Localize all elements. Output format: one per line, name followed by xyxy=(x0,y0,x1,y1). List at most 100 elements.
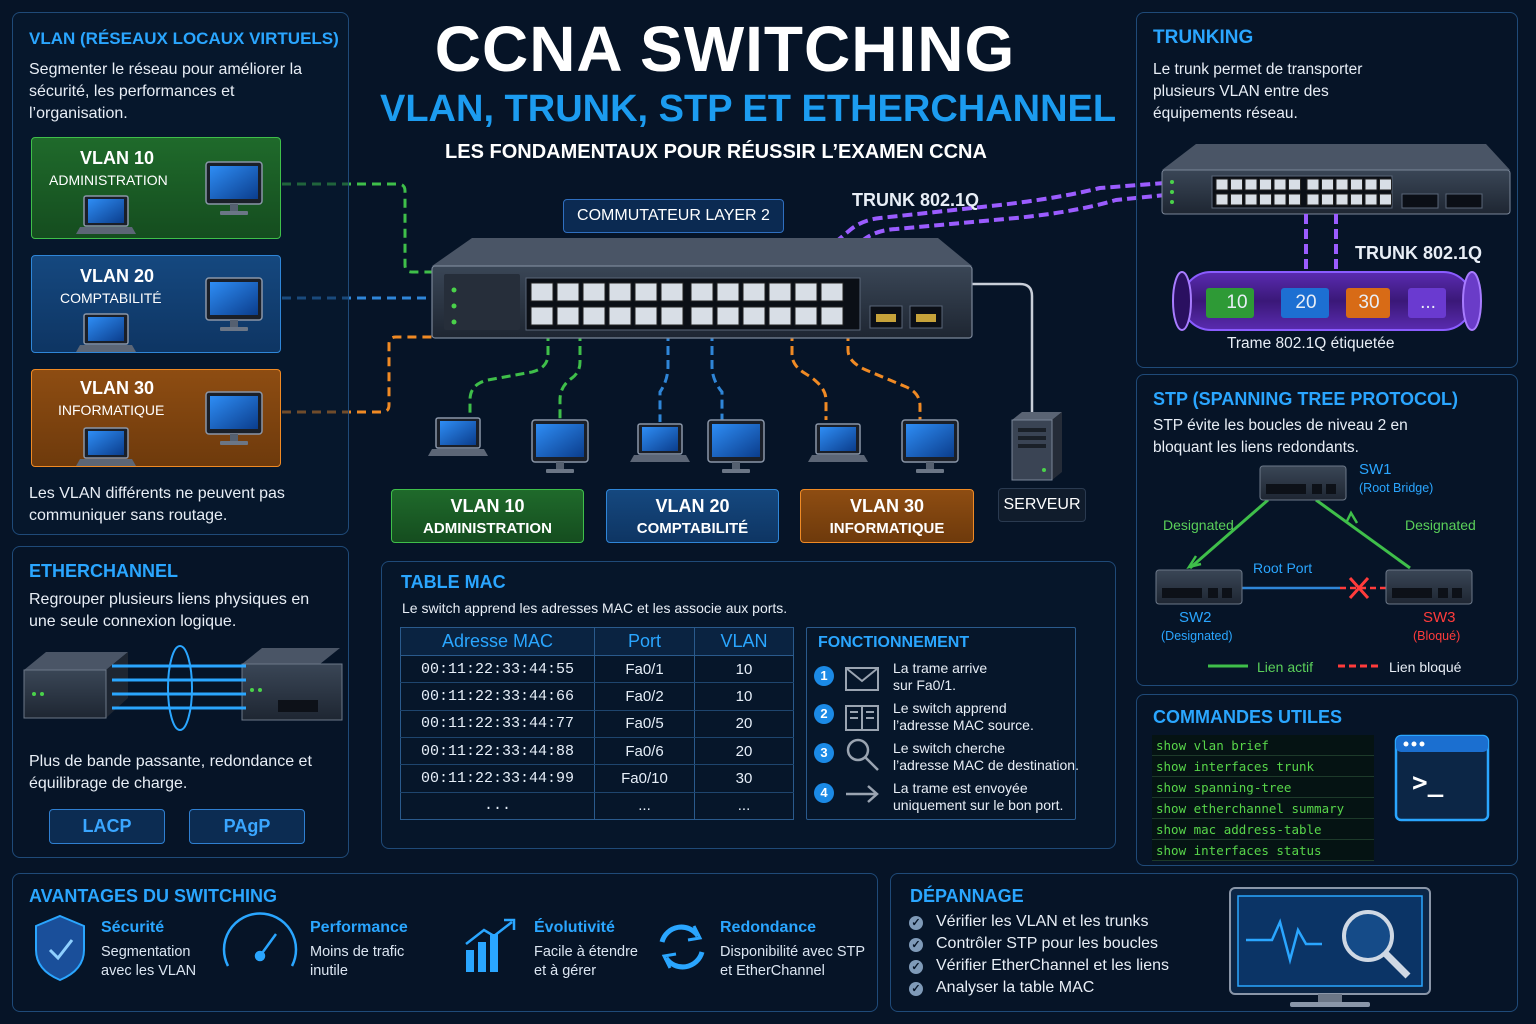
desktop-icon xyxy=(901,419,959,474)
stp-title: STP (SPANNING TREE PROTOCOL) xyxy=(1153,389,1459,409)
advantage-security-line2: avec les VLAN xyxy=(101,963,197,979)
bottom-vlan-30-dept: INFORMATIQUE xyxy=(829,520,945,537)
stp-sw2-label: SW2 xyxy=(1179,609,1212,626)
vlan-panel: VLAN (RÉSEAUX LOCAUX VIRTUELS) Segmenter… xyxy=(12,12,349,535)
command-item[interactable]: show interfaces trunk xyxy=(1152,756,1374,777)
advantage-redundancy-title: Redondance xyxy=(720,919,817,936)
advantage-performance-line2: inutile xyxy=(310,963,348,979)
step-3-line2: l’adresse MAC de destination. xyxy=(893,757,1079,773)
switch-port xyxy=(1321,178,1334,191)
vlan-10-box: VLAN 10 ADMINISTRATION xyxy=(31,137,281,239)
stp-sw1-role: (Root Bridge) xyxy=(1359,481,1434,495)
advantage-scalability-title: Évolutivité xyxy=(534,919,615,936)
bottom-vlan-20-dept: COMPTABILITÉ xyxy=(636,520,749,537)
speedometer-icon xyxy=(222,912,298,967)
mac-table-header: Adresse MAC Port VLAN xyxy=(400,627,794,656)
mac-cell: 00:11:22:33:44:77 xyxy=(400,710,595,738)
switch-port xyxy=(530,282,554,302)
switch-port xyxy=(1306,178,1320,191)
switch-port xyxy=(716,306,740,326)
switch-port xyxy=(608,306,632,326)
vlan-30-box: VLAN 30 INFORMATIQUE xyxy=(31,369,281,467)
stp-root-port: Root Port xyxy=(1253,560,1313,576)
switch-port xyxy=(1379,178,1392,191)
command-item[interactable]: show interfaces status xyxy=(1152,840,1374,861)
vlan-30-dept: INFORMATIQUE xyxy=(58,402,165,418)
command-item[interactable]: show mac address-table xyxy=(1152,819,1374,840)
switch-port xyxy=(660,306,684,326)
switch-port xyxy=(1379,193,1392,206)
trunk-tag-10: 10 xyxy=(1226,292,1248,313)
vlan-cell: ... xyxy=(694,792,794,820)
stp-sw2-role: (Designated) xyxy=(1161,629,1233,643)
vlan-cell: 20 xyxy=(694,710,794,738)
switch-port xyxy=(582,306,606,326)
step-1-number: 1 xyxy=(814,666,834,686)
command-item[interactable]: show etherchannel summary xyxy=(1152,798,1374,819)
switch-port xyxy=(1259,193,1272,206)
switch-port xyxy=(1306,193,1320,206)
advantage-scalability-desc: Facile à étendre et à gérer xyxy=(534,943,638,981)
switch-port xyxy=(1230,178,1243,191)
depannage-item: Vérifier EtherChannel et les liens xyxy=(936,957,1170,974)
vlan-10-dept: ADMINISTRATION xyxy=(49,172,168,188)
command-item[interactable]: show vlan brief xyxy=(1152,735,1374,756)
monitor-search-icon xyxy=(1229,887,1431,1007)
terminal-icon xyxy=(1394,734,1490,822)
trunk-tag-20: 20 xyxy=(1295,292,1317,313)
page-tagline: LES FONDAMENTAUX POUR RÉUSSIR L’EXAMEN C… xyxy=(445,141,987,163)
step-4-line1: La trame est envoyée xyxy=(893,780,1028,796)
port-cell: Fa0/5 xyxy=(594,710,695,738)
switch-port xyxy=(768,282,792,302)
port-cell: ... xyxy=(594,792,695,820)
growth-chart-icon xyxy=(465,918,516,972)
stp-designated-right: Designated xyxy=(1405,517,1476,533)
stp-sw3-role: (Bloqué) xyxy=(1413,629,1461,643)
switch-port xyxy=(1350,178,1363,191)
commands-title: COMMANDES UTILES xyxy=(1153,707,1342,727)
step-3-number: 3 xyxy=(814,743,834,763)
advantage-scalability-line2: et à gérer xyxy=(534,963,597,979)
vlan-20-dept: COMPTABILITÉ xyxy=(60,290,162,306)
lacp-button[interactable]: LACP xyxy=(49,809,165,844)
trunking-text: Le trunk permet de transporter plusieurs… xyxy=(1153,61,1363,122)
stp-designated-left: Designated xyxy=(1163,517,1234,533)
stp-legend-active: Lien actif xyxy=(1257,659,1314,675)
vlan-20-box: VLAN 20 COMPTABILITÉ xyxy=(31,255,281,353)
advantage-scalability-line1: Facile à étendre xyxy=(534,944,638,960)
pagp-button[interactable]: PAgP xyxy=(189,809,305,844)
mac-cell: 00:11:22:33:44:66 xyxy=(400,682,595,711)
switch-port xyxy=(1335,178,1349,191)
switch-port xyxy=(1321,193,1334,206)
switch-port xyxy=(1288,178,1301,191)
page-title: CCNA SWITCHING xyxy=(434,13,1016,85)
switch-port xyxy=(634,282,658,302)
laptop-icon xyxy=(807,423,869,463)
advantage-redundancy-line1: Disponibilité avec STP xyxy=(720,944,866,960)
switch-port xyxy=(1364,178,1378,191)
advantage-performance-line1: Moins de trafic xyxy=(310,944,405,960)
switch-port xyxy=(1230,193,1243,206)
bottom-vlan-10-label: VLAN 10 ADMINISTRATION xyxy=(391,489,584,543)
trunking-panel: TRUNKING Le trunk permet de transporter … xyxy=(1136,12,1518,368)
step-4-line2: uniquement sur le bon port. xyxy=(893,797,1064,813)
etherchannel-switch-left-icon xyxy=(23,652,128,719)
depannage-panel: DÉPANNAGE xyxy=(890,873,1518,1012)
vlan-panel-note: Les VLAN différents ne peuvent pas commu… xyxy=(29,485,285,524)
step-2-line1: Le switch apprend xyxy=(893,700,1007,716)
fonctionnement-title: FONCTIONNEMENT xyxy=(818,634,970,651)
col-vlan-header: VLAN xyxy=(694,627,794,656)
command-item[interactable]: show spanning-tree xyxy=(1152,777,1374,798)
col-port-header: Port xyxy=(594,627,695,656)
stp-sw1-label: SW1 xyxy=(1359,461,1392,478)
mac-table-text: Le switch apprend les adresses MAC et le… xyxy=(402,600,788,616)
arrow-right-icon xyxy=(846,785,879,803)
vlan-20-name: VLAN 20 xyxy=(80,266,155,286)
